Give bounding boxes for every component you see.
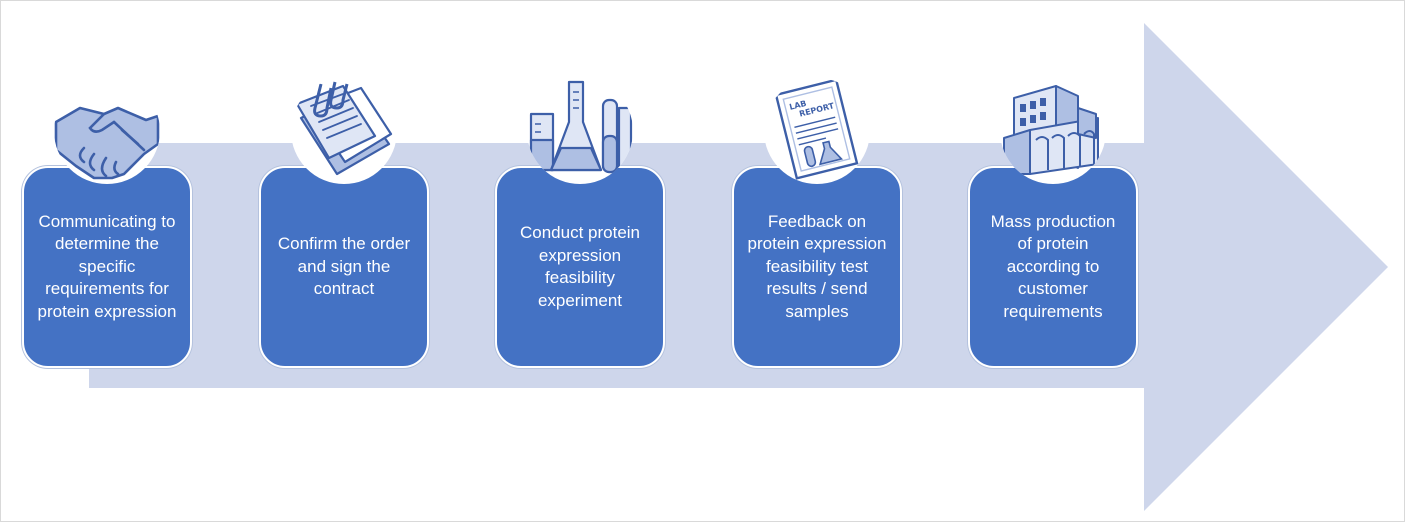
process-step-1: Communicating to determine the specific … — [22, 78, 192, 368]
process-step-4: Feedback on protein expression feasibili… — [732, 78, 902, 368]
step-label: Confirm the order and sign the contract — [277, 234, 411, 299]
step-box: Confirm the order and sign the contract — [259, 166, 429, 368]
step-label: Mass production of protein according to … — [990, 211, 1116, 321]
contract-papers-icon — [291, 78, 397, 184]
process-step-2: Confirm the order and sign the contract — [259, 78, 429, 368]
process-step-5: Mass production of protein according to … — [968, 78, 1138, 368]
step-label: Communicating to determine the specific … — [37, 211, 177, 321]
step-box: Communicating to determine the specific … — [22, 166, 192, 368]
lab-glassware-icon — [527, 78, 633, 184]
process-step-3: Conduct protein expression feasibility e… — [495, 78, 665, 368]
step-box: Feedback on protein expression feasibili… — [732, 166, 902, 368]
step-box: Conduct protein expression feasibility e… — [495, 166, 665, 368]
lab-report-icon: LAB REPORT — [764, 78, 870, 184]
handshake-icon — [54, 78, 160, 184]
step-label: Feedback on protein expression feasibili… — [747, 211, 887, 321]
step-box: Mass production of protein according to … — [968, 166, 1138, 368]
step-label: Conduct protein expression feasibility e… — [519, 223, 641, 310]
report-title-line1: LAB — [788, 99, 807, 112]
factory-icon — [1000, 78, 1106, 184]
